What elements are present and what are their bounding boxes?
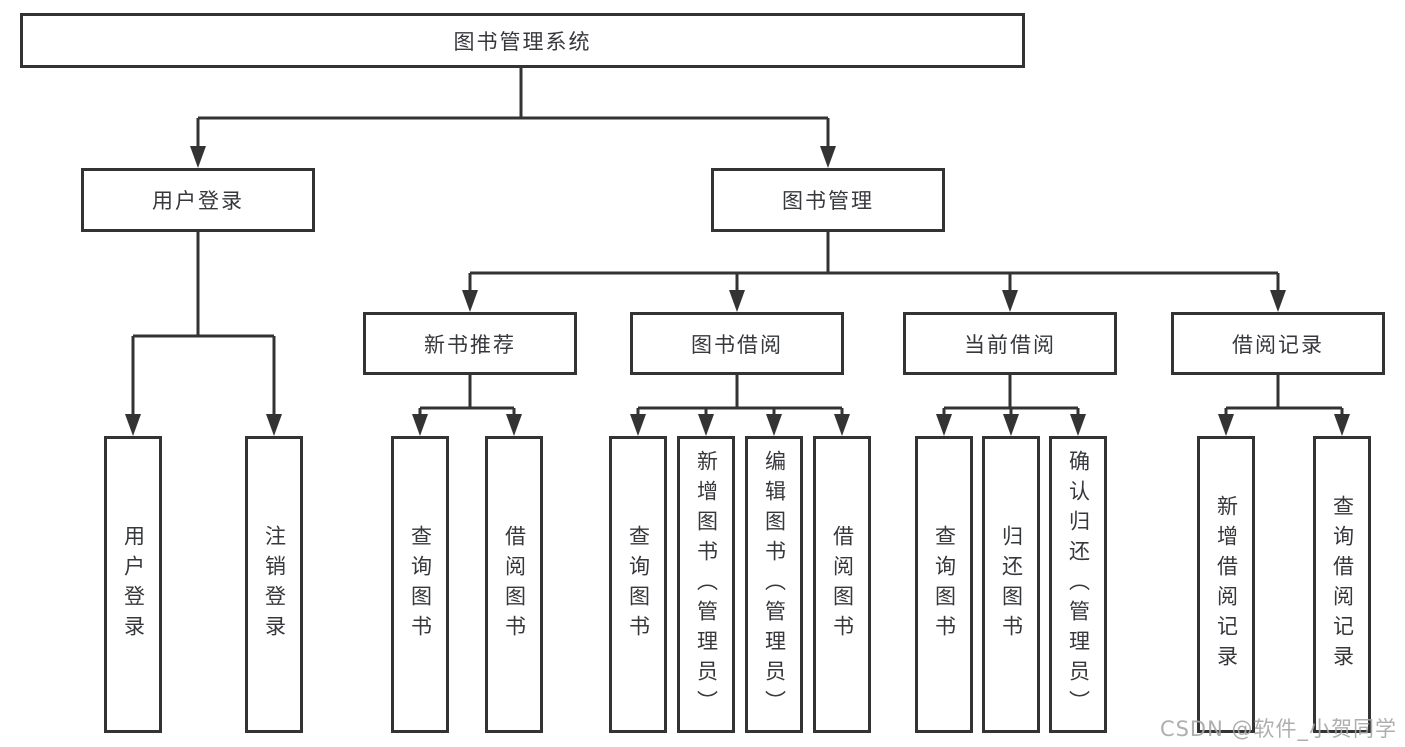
leaf-logout: 注销登录 bbox=[245, 436, 303, 733]
leaf-query-books-current: 查询图书 bbox=[915, 436, 973, 733]
node-label: 新书推荐 bbox=[424, 332, 516, 357]
node-label: 归还图书 bbox=[999, 524, 1024, 645]
node-label: 查询图书 bbox=[408, 524, 433, 645]
node-label: 借阅图书 bbox=[502, 524, 527, 645]
node-label: 当前借阅 bbox=[964, 332, 1056, 357]
node-book-borrow: 图书借阅 bbox=[630, 312, 844, 375]
node-label: 编辑图书（管理员） bbox=[762, 449, 787, 720]
leaf-user-login: 用户登录 bbox=[104, 436, 162, 733]
node-current-borrow: 当前借阅 bbox=[903, 312, 1117, 375]
node-label: 借阅记录 bbox=[1232, 332, 1324, 357]
node-label: 用户登录 bbox=[152, 189, 244, 213]
leaf-edit-books-admin: 编辑图书（管理员） bbox=[745, 436, 803, 733]
leaf-confirm-return-admin: 确认归还（管理员） bbox=[1049, 436, 1107, 733]
leaf-query-borrow-record: 查询借阅记录 bbox=[1313, 436, 1371, 733]
node-new-book-recommend: 新书推荐 bbox=[363, 312, 577, 375]
node-label: 图书管理系统 bbox=[453, 29, 592, 54]
node-label: 图书管理 bbox=[782, 189, 874, 213]
node-label: 新增借阅记录 bbox=[1214, 494, 1239, 675]
leaf-query-books-borrow: 查询图书 bbox=[609, 436, 667, 733]
node-label: 注销登录 bbox=[262, 524, 287, 645]
node-borrow-records: 借阅记录 bbox=[1171, 312, 1385, 375]
node-label: 新增图书（管理员） bbox=[694, 449, 719, 720]
node-label: 用户登录 bbox=[121, 524, 146, 645]
node-library-management-system: 图书管理系统 bbox=[20, 13, 1025, 68]
node-label: 查询图书 bbox=[626, 524, 651, 645]
node-label: 借阅图书 bbox=[830, 524, 855, 645]
node-user-login: 用户登录 bbox=[81, 168, 315, 232]
leaf-add-borrow-record: 新增借阅记录 bbox=[1197, 436, 1255, 733]
leaf-borrow-books: 借阅图书 bbox=[813, 436, 871, 733]
leaf-borrow-books-recommend: 借阅图书 bbox=[485, 436, 543, 733]
node-label: 查询图书 bbox=[932, 524, 957, 645]
node-book-management: 图书管理 bbox=[711, 168, 945, 232]
node-label: 查询借阅记录 bbox=[1330, 494, 1355, 675]
watermark: CSDN @软件_小贺同学 bbox=[1159, 717, 1397, 741]
leaf-return-books: 归还图书 bbox=[982, 436, 1040, 733]
node-label: 图书借阅 bbox=[691, 332, 783, 357]
leaf-query-books-recommend: 查询图书 bbox=[391, 436, 449, 733]
leaf-add-books-admin: 新增图书（管理员） bbox=[677, 436, 735, 733]
node-label: 确认归还（管理员） bbox=[1066, 449, 1091, 720]
